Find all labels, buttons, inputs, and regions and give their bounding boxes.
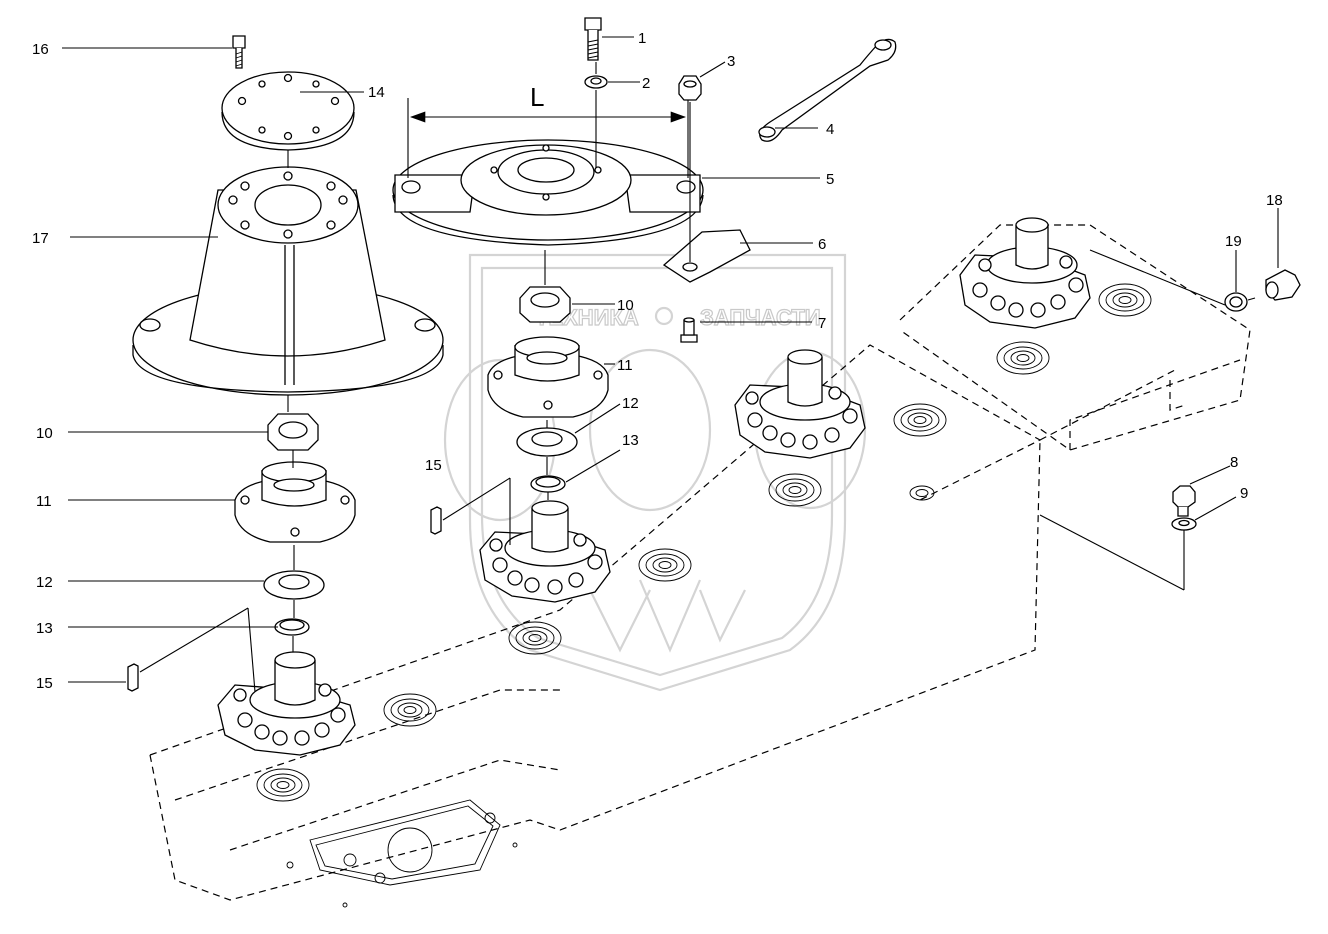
callout-10-left: 10 xyxy=(36,425,53,442)
hub-assembly-1 xyxy=(217,651,356,756)
dimension-L: L xyxy=(407,82,689,178)
cover-plate-14 xyxy=(221,71,355,151)
bearing-housing-11-left xyxy=(234,461,356,543)
callout-labels: 16 14 17 10 11 12 13 15 1 2 3 4 5 6 7 10… xyxy=(32,30,1283,692)
callout-14: 14 xyxy=(368,84,385,101)
callout-8: 8 xyxy=(1230,454,1238,471)
drain-plug-18 xyxy=(1265,269,1301,301)
seal-12-center xyxy=(516,427,578,457)
hub-assembly-4 xyxy=(959,217,1091,329)
nut-3 xyxy=(678,75,702,101)
seal-12-left xyxy=(263,570,325,600)
callout-11-left: 11 xyxy=(36,493,52,510)
key-15-left xyxy=(127,663,139,692)
callout-12-center: 12 xyxy=(622,395,639,412)
watermark-logo: ТЕХНИКА ЗАПЧАСТИ xyxy=(443,253,867,692)
ring-13-left xyxy=(274,618,310,636)
callout-1: 1 xyxy=(638,30,646,47)
callout-4: 4 xyxy=(826,121,834,138)
bearing-housing-11-center xyxy=(487,336,609,418)
watermark-right-text: ЗАПЧАСТИ xyxy=(700,305,821,330)
callout-19: 19 xyxy=(1225,233,1242,250)
callout-13-center: 13 xyxy=(622,432,639,449)
bolt-8 xyxy=(1172,485,1196,517)
nut-10-left xyxy=(267,413,319,451)
callout-13-left: 13 xyxy=(36,620,53,637)
bolt-1 xyxy=(584,17,602,61)
seal-ring-19 xyxy=(1224,292,1248,312)
washer-9 xyxy=(1039,514,1197,591)
disc-5 xyxy=(392,139,704,246)
frame-mounting-holes xyxy=(256,283,1152,802)
callout-9: 9 xyxy=(1240,485,1248,502)
callout-15-left: 15 xyxy=(36,675,53,692)
nut-10-center xyxy=(519,286,571,323)
callout-leaders xyxy=(62,36,1279,693)
callout-11-center: 11 xyxy=(617,357,633,374)
drum-17 xyxy=(132,166,444,396)
callout-12-left: 12 xyxy=(36,574,53,591)
callout-16: 16 xyxy=(32,41,49,58)
callout-2: 2 xyxy=(642,75,650,92)
ring-13-center xyxy=(530,475,566,493)
assembly-axis-lines xyxy=(287,62,1256,652)
callout-18: 18 xyxy=(1266,192,1283,209)
callout-6: 6 xyxy=(818,236,826,253)
wrench-4 xyxy=(758,38,897,142)
bolt-16 xyxy=(232,35,246,69)
dimension-label: L xyxy=(530,82,544,112)
hub-assembly-2 xyxy=(479,500,611,603)
hub-assembly-3 xyxy=(734,349,866,459)
callout-3: 3 xyxy=(727,53,735,70)
bolt-7 xyxy=(680,317,698,343)
washer-2 xyxy=(584,75,608,89)
key-15-center xyxy=(430,506,442,535)
callout-17: 17 xyxy=(32,230,49,247)
callout-5: 5 xyxy=(826,171,834,188)
cutter-bar-frame xyxy=(149,224,1251,908)
callout-15-center: 15 xyxy=(425,457,442,474)
callout-10-center: 10 xyxy=(617,297,634,314)
blade-6 xyxy=(662,229,751,283)
callout-7: 7 xyxy=(818,315,826,332)
